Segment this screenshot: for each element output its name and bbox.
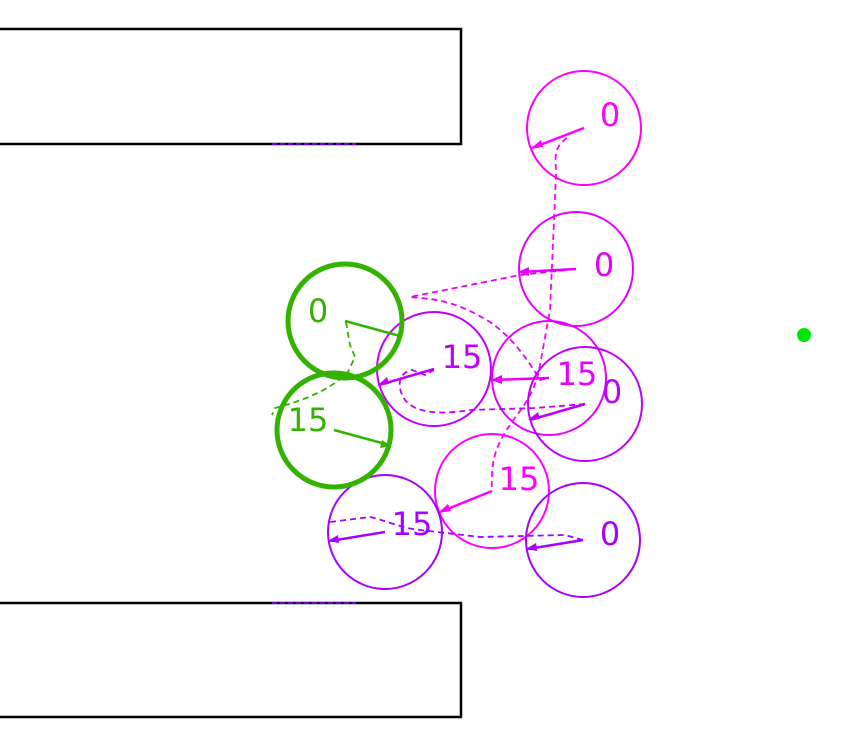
agent-b: 0 15 <box>409 211 634 436</box>
agent-c-start-arrowhead <box>528 412 540 420</box>
agent-b-end-circle <box>491 320 607 436</box>
agent-d-path <box>329 516 584 541</box>
agent-a-end-circle <box>434 433 550 549</box>
agent-a-end-label: 15 <box>499 460 540 498</box>
robot-path <box>271 321 356 416</box>
agent-d-end-heading <box>329 530 386 543</box>
wall-bottom <box>0 601 463 719</box>
robot-start-circle <box>285 261 405 381</box>
agent-d-end-arrowhead <box>328 535 339 543</box>
agent-a: 0 15 <box>434 70 642 549</box>
robot-start-heading <box>344 319 401 338</box>
agent-b-end-arrowhead <box>491 375 502 384</box>
agent-c-end-label: 15 <box>442 338 483 376</box>
agent-b-start-heading <box>519 267 577 274</box>
agent-d-start-label: 0 <box>600 515 620 553</box>
agent-b-path <box>409 268 577 382</box>
robot-end-label: 15 <box>288 401 329 439</box>
agent-c-path <box>398 369 586 414</box>
wall-top <box>0 27 463 146</box>
agent-c-start-label: 0 <box>602 373 622 411</box>
robot-end-circle <box>274 370 394 490</box>
agent-b-end-label: 15 <box>557 355 598 393</box>
robot: 0 15 <box>271 261 405 490</box>
agent-b-start-arrowhead <box>518 267 529 276</box>
agent-a-end-arrowhead <box>438 504 451 513</box>
agent-a-path <box>490 137 568 491</box>
agent-d-end-circle <box>327 474 443 590</box>
agent-b-start-label: 0 <box>594 246 614 284</box>
agent-b-start-circle <box>518 211 634 327</box>
agent-d-start-heading <box>527 538 584 551</box>
goal-dot <box>797 328 811 342</box>
agent-a-start-arrowhead <box>530 140 543 149</box>
agent-a-start-label: 0 <box>600 96 620 134</box>
agent-c-start-circle <box>527 346 643 462</box>
agent-c-end-arrowhead <box>377 377 389 386</box>
agent-a-start-circle <box>526 70 642 186</box>
agent-c: 0 15 <box>376 311 643 462</box>
agent-d-start-circle <box>525 482 641 598</box>
agent-d: 0 15 <box>327 474 641 598</box>
agent-b-end-heading <box>492 376 550 382</box>
robot-start-label: 0 <box>308 292 328 330</box>
robot-end-heading <box>333 428 390 447</box>
robot-end-arrowhead <box>380 440 391 448</box>
agent-d-end-label: 15 <box>392 505 433 543</box>
agent-d-start-arrowhead <box>526 543 537 551</box>
